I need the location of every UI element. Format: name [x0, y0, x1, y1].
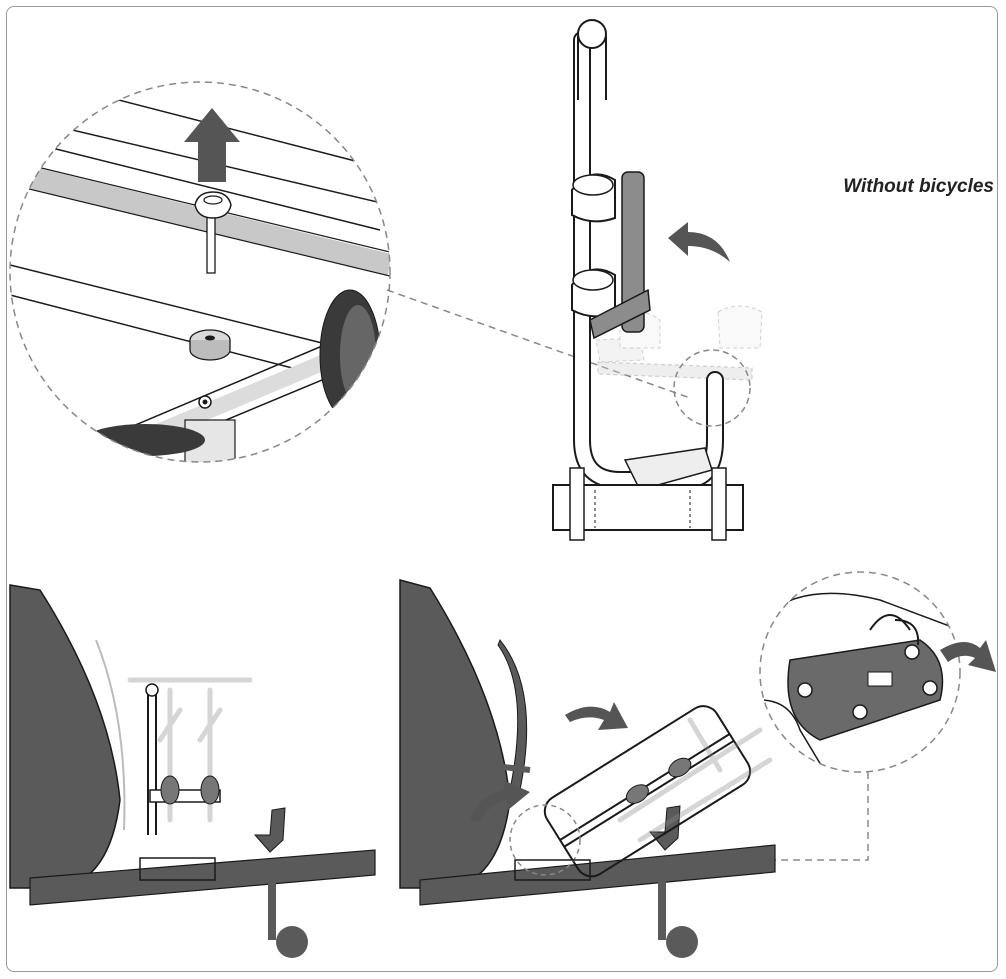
curved-arrow-icon	[940, 640, 996, 672]
detail-circle-knob	[9, 81, 391, 463]
up-arrow-icon	[184, 108, 240, 182]
trailer-rack-upright	[9, 584, 376, 958]
trailer-rack-tilted	[399, 579, 776, 958]
diagram-frame	[6, 6, 998, 972]
curved-arrow-icon	[668, 222, 730, 262]
curved-arrow-icon	[470, 780, 530, 822]
curved-arrow-icon	[565, 702, 628, 730]
detail-circle-hinge	[759, 571, 996, 773]
rack-folded-view	[552, 19, 763, 541]
connector-line	[688, 772, 869, 861]
connector-line	[386, 289, 691, 399]
without-bicycles-label: Without bicycles	[843, 176, 994, 197]
